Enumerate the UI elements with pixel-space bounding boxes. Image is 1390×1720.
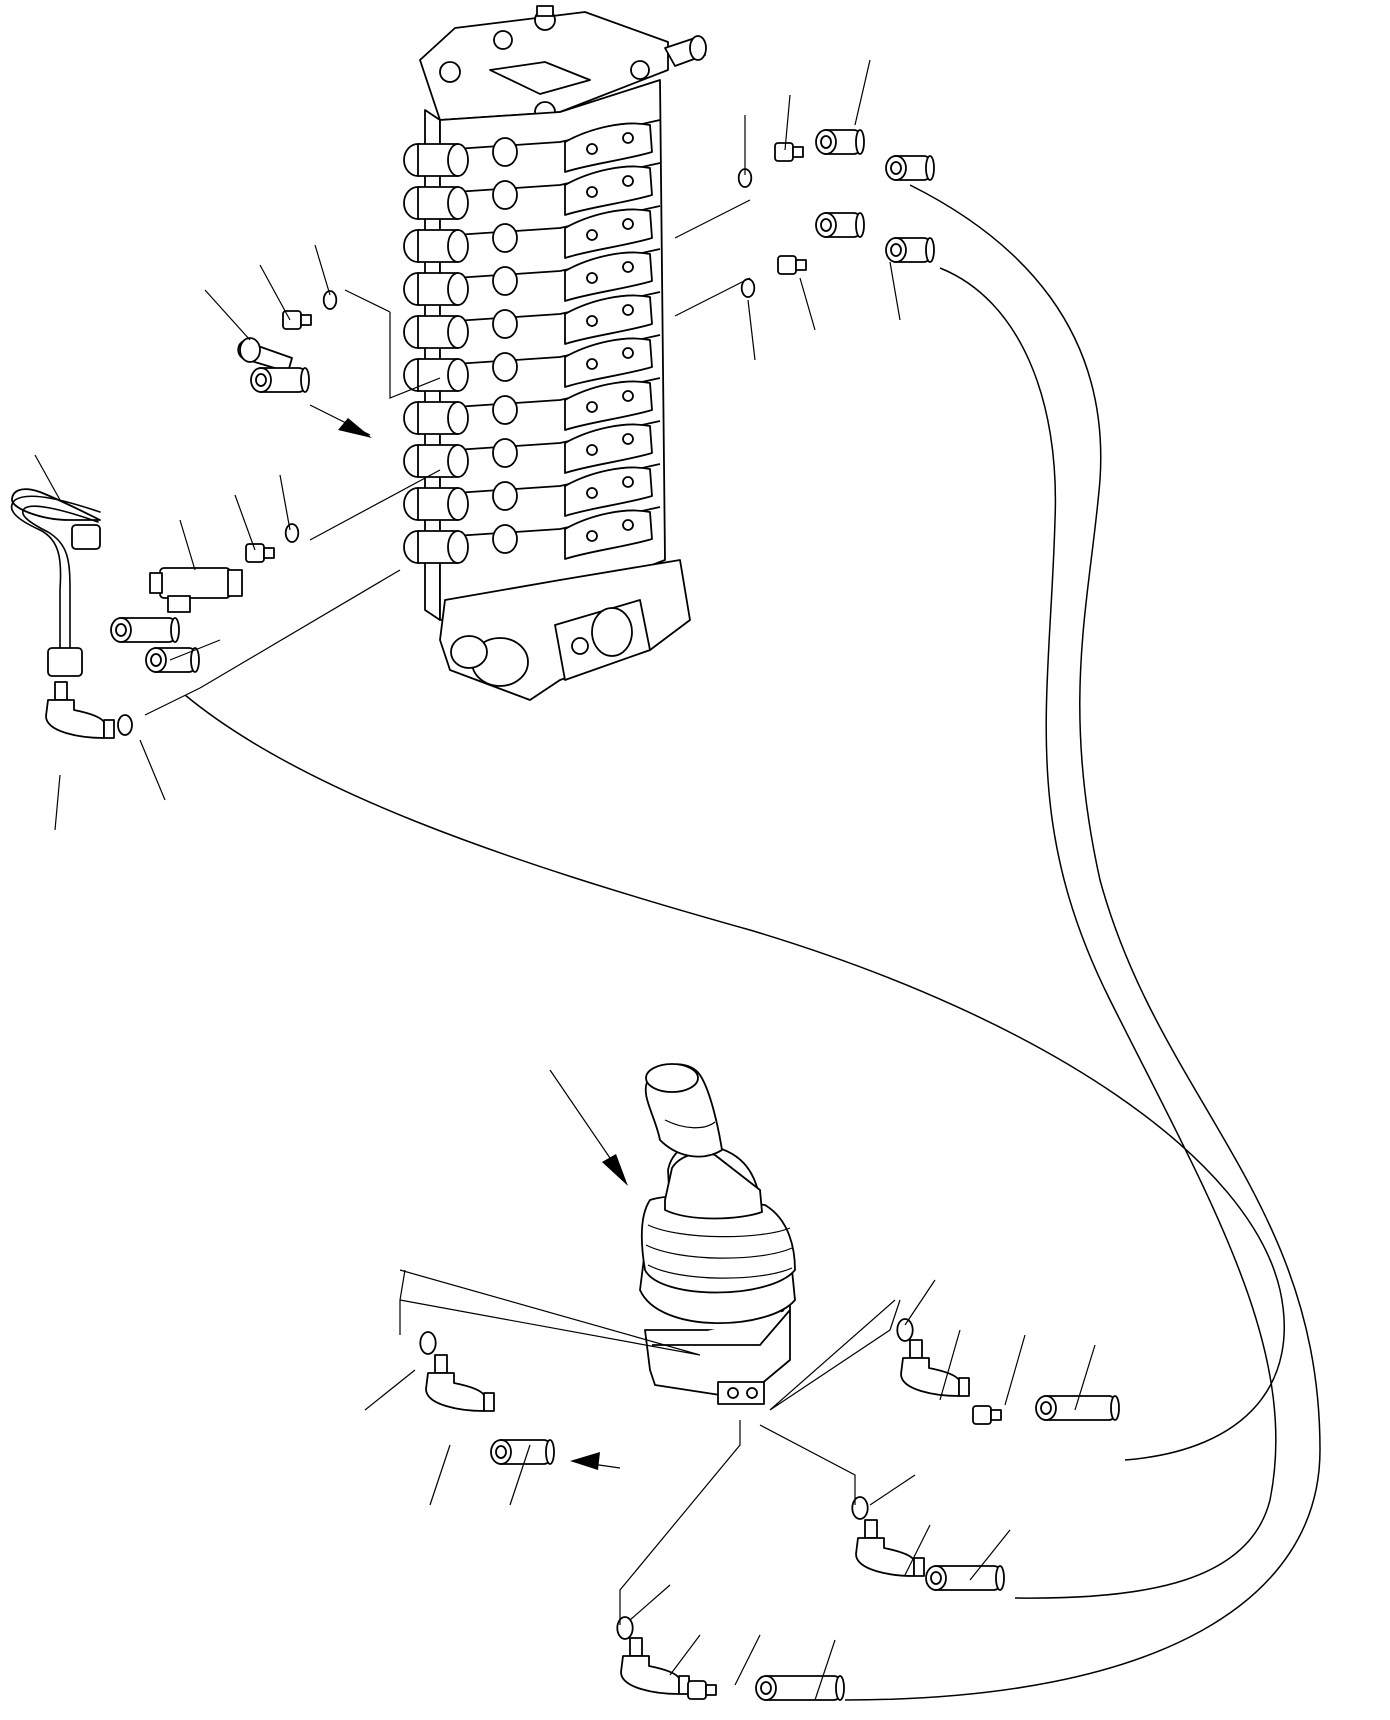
elbow-fitting [425, 1354, 495, 1412]
o-ring [419, 1331, 437, 1355]
adapter [245, 543, 275, 563]
hose-end-fitting [925, 1565, 1005, 1591]
elbow-fitting [45, 681, 115, 739]
hose-end-fitting [885, 155, 935, 181]
pilot-hoses [184, 184, 1321, 1701]
valve-spool-section [403, 291, 661, 349]
fitting-group [45, 129, 1120, 1701]
adapter [774, 142, 804, 162]
hose-end-fitting [250, 367, 310, 393]
elbow-fitting [900, 1339, 970, 1397]
valve-spool-section [403, 162, 661, 220]
assembly-lines [34, 59, 1096, 1701]
elbow-fitting [620, 1637, 690, 1695]
o-ring [117, 714, 133, 736]
control-valve-block [403, 5, 707, 701]
elbow-fitting [855, 1519, 925, 1577]
o-ring [896, 1318, 914, 1342]
valve-spool-section [403, 248, 661, 306]
o-ring [284, 523, 300, 543]
valve-spool-section [403, 506, 661, 564]
hose-end-fitting [815, 129, 865, 155]
elbow-fitting [237, 337, 293, 373]
hose-end-fitting [1035, 1395, 1120, 1421]
adapter [777, 255, 807, 275]
tee-fitting [149, 567, 243, 613]
valve-spool-section [403, 420, 661, 478]
valve-spool-section [403, 205, 661, 263]
o-ring [851, 1496, 869, 1520]
hose-end-fitting [885, 237, 935, 263]
tube-nut [71, 524, 101, 550]
adapter [687, 1680, 717, 1700]
valve-spool-section [403, 377, 661, 435]
valve-spool-section [403, 463, 661, 521]
o-ring [322, 290, 338, 310]
hose-end-fitting [110, 617, 180, 643]
hose-end-fitting [755, 1675, 845, 1701]
joystick-valve [639, 1063, 796, 1405]
adapter [972, 1405, 1002, 1425]
bent-tube [10, 488, 101, 677]
valve-spool-section [403, 334, 661, 392]
valve-spool-section [403, 119, 661, 177]
hose-end-fitting [490, 1439, 555, 1465]
o-ring [616, 1616, 634, 1640]
hose-end-fitting [815, 212, 865, 238]
direction-arrows [309, 404, 628, 1470]
